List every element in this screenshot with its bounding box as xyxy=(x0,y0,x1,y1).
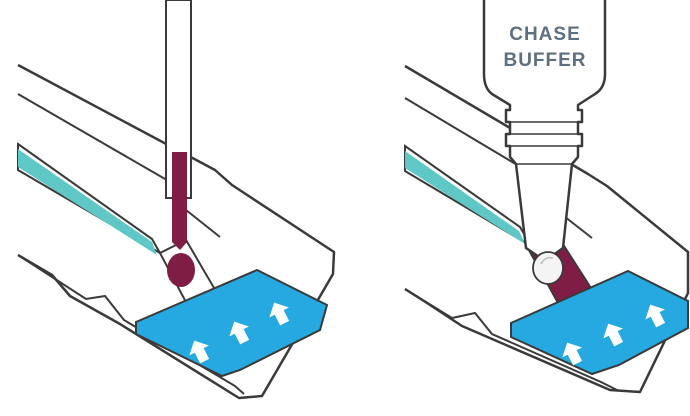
blue-result-pad-left xyxy=(135,268,329,378)
chase-buffer-label-line-1: CHASE xyxy=(509,24,581,45)
teal-test-strip-left xyxy=(18,149,157,255)
chase-buffer-label-line-2: BUFFER xyxy=(503,50,586,71)
up-arrow-icon xyxy=(645,304,666,328)
droplet-highlight xyxy=(540,256,554,265)
cassette-side-left xyxy=(17,254,245,395)
panel-apply-chase-buffer: CHASE BUFFER xyxy=(404,0,690,394)
teal-test-strip-right xyxy=(405,151,525,244)
droplet-icon xyxy=(167,253,195,287)
blue-result-pad-right xyxy=(510,269,689,376)
up-arrow-icon xyxy=(603,323,624,347)
up-arrow-icon xyxy=(562,342,583,366)
pipette-liquid-left xyxy=(172,152,187,250)
up-arrow-icon xyxy=(269,302,290,326)
up-arrow-icon xyxy=(189,340,210,364)
cassette-side-right xyxy=(404,288,618,391)
up-arrow-icon xyxy=(229,321,250,345)
panel-apply-sample xyxy=(17,0,336,400)
droplet-icon xyxy=(532,251,564,285)
